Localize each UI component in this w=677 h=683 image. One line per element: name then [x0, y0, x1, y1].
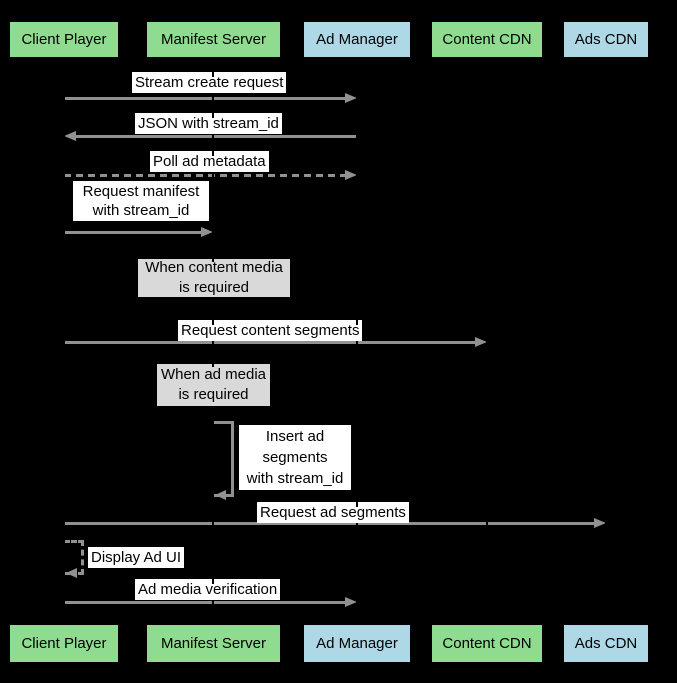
message-label-insert-ad-segments: Insert ad segments with stream_id: [239, 425, 351, 490]
arrow-stream-create-request: [64, 97, 345, 100]
lifeline-ads-cdn: [605, 57, 607, 625]
lifeline-client-player: [63, 57, 65, 625]
actor-client-player-top: Client Player: [10, 22, 118, 57]
lifeline-tick: [212, 362, 214, 367]
message-label-json-with-stream-id: JSON with stream_id: [135, 113, 282, 134]
arrow-ad-media-verification: [64, 601, 345, 604]
actor-ads-cdn-top: Ads CDN: [564, 22, 648, 57]
lifeline-tick: [212, 72, 214, 77]
message-label-stream-create-request: Stream create request: [132, 72, 287, 93]
lifeline-manifest-server: [212, 57, 214, 625]
arrowhead-right-icon: [345, 597, 357, 607]
actor-manifest-server-bottom: Manifest Server: [147, 625, 280, 662]
lifeline-tick: [212, 113, 214, 118]
message-label-request-ad-segments: Request ad segments: [257, 502, 409, 523]
arrowhead-right-icon: [345, 170, 357, 180]
arrow-json-with-stream-id: [76, 135, 357, 138]
lifeline-tick: [212, 257, 214, 262]
arrowhead-left-icon: [64, 131, 76, 141]
arrowhead-right-icon: [475, 337, 487, 347]
lifeline-ad-manager: [356, 57, 358, 625]
lifeline-tick: [356, 320, 358, 325]
note-when-ad-media-required: When ad media is required: [155, 362, 272, 408]
actor-content-cdn-bottom: Content CDN: [432, 625, 542, 662]
lifeline-tick: [356, 502, 358, 507]
message-label-display-ad-ui: Display Ad UI: [88, 547, 185, 568]
note-when-content-media-required: When content media is required: [136, 257, 292, 299]
message-label-poll-ad-metadata: Poll ad metadata: [150, 151, 269, 172]
actor-client-player-bottom: Client Player: [10, 625, 118, 662]
lifeline-content-cdn: [486, 57, 488, 625]
actor-manifest-server-top: Manifest Server: [147, 22, 280, 57]
arrow-poll-ad-metadata: [64, 174, 345, 177]
arrow-request-content-segments: [64, 341, 475, 344]
actor-ad-manager-bottom: Ad Manager: [304, 625, 410, 662]
message-label-ad-media-verification: Ad media verification: [135, 579, 281, 600]
arrowhead-right-icon: [345, 93, 357, 103]
lifeline-tick: [212, 579, 214, 584]
lifeline-tick: [212, 320, 214, 325]
actor-ad-manager-top: Ad Manager: [304, 22, 410, 57]
message-label-request-content-segments: Request content segments: [178, 320, 363, 341]
arrowhead-left-icon: [66, 568, 77, 578]
arrow-request-manifest: [64, 231, 201, 234]
arrowhead-right-icon: [594, 518, 606, 528]
self-arrow-insert-ad-segments: [213, 421, 234, 497]
message-label-request-manifest: Request manifest with stream_id: [73, 181, 209, 221]
arrowhead-left-icon: [215, 490, 226, 500]
actor-content-cdn-top: Content CDN: [432, 22, 542, 57]
arrowhead-right-icon: [201, 227, 213, 237]
actor-ads-cdn-bottom: Ads CDN: [564, 625, 648, 662]
arrow-request-ad-segments: [64, 522, 594, 525]
lifeline-tick: [212, 151, 214, 156]
